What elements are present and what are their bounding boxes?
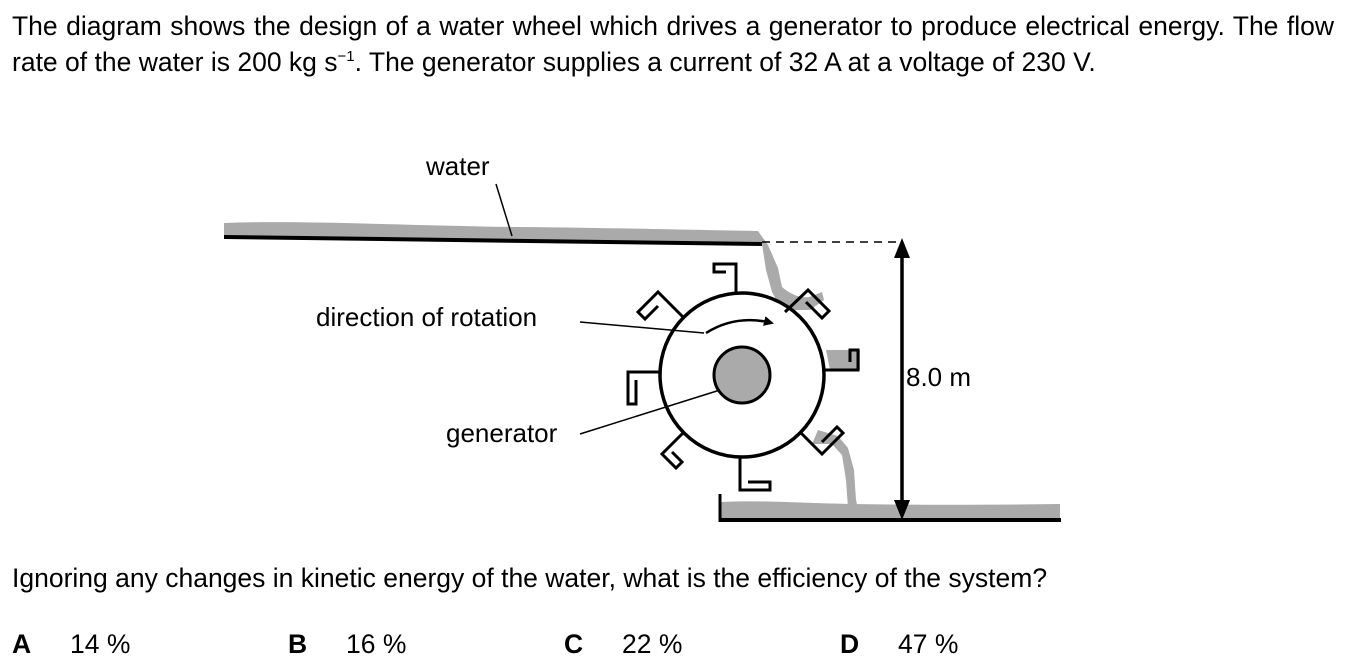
- option-c[interactable]: C 22 %: [564, 626, 682, 662]
- bucket-left: [626, 370, 660, 406]
- stem-text-2: . The generator supplies a current of 32…: [354, 47, 1096, 77]
- option-value: 16 %: [346, 629, 407, 659]
- option-letter: B: [288, 629, 308, 659]
- bucket-bottom-left: [659, 430, 686, 471]
- lower-water: [720, 501, 1060, 519]
- bucket-top: [712, 262, 738, 293]
- bucket-bottom: [738, 457, 772, 492]
- upper-channel-bed: [223, 235, 763, 246]
- falling-water: [812, 430, 858, 508]
- label-generator: generator: [446, 418, 558, 448]
- height-arrow-top: [894, 238, 910, 258]
- height-arrow-bottom: [894, 500, 910, 520]
- bucket-top-left: [635, 289, 686, 322]
- option-a[interactable]: A 14 %: [12, 626, 130, 662]
- option-b[interactable]: B 16 %: [288, 626, 406, 662]
- bucket-top-right: [783, 287, 832, 321]
- question-text: Ignoring any changes in kinetic energy o…: [12, 563, 1048, 593]
- question-stem: The diagram shows the design of a water …: [12, 8, 1334, 80]
- label-height: 8.0 m: [906, 362, 971, 392]
- bucket-right: [824, 348, 860, 372]
- option-value: 14 %: [70, 629, 131, 659]
- upper-channel: [223, 222, 902, 310]
- rotation-arrow: [705, 316, 774, 335]
- stem-text-1: The diagram shows the design of a water …: [12, 11, 1334, 77]
- generator: [712, 345, 772, 405]
- leader-water: [495, 183, 513, 237]
- option-letter: A: [12, 629, 32, 659]
- lower-channel: [718, 494, 1061, 522]
- option-letter: D: [840, 629, 860, 659]
- option-letter: C: [564, 629, 584, 659]
- height-dimension: 8.0 m: [894, 238, 971, 520]
- label-direction-of-rotation: direction of rotation: [316, 302, 537, 332]
- leader-direction: [579, 321, 705, 334]
- leader-generator: [579, 389, 721, 435]
- unit-exponent: −1: [337, 48, 355, 66]
- option-value: 47 %: [898, 629, 959, 659]
- bucket-bottom-right: [798, 424, 846, 457]
- water-wheel: [626, 262, 860, 492]
- option-d[interactable]: D 47 %: [840, 626, 958, 662]
- bucket-water-right: [826, 350, 860, 370]
- label-water: water: [425, 151, 490, 181]
- option-value: 22 %: [622, 629, 683, 659]
